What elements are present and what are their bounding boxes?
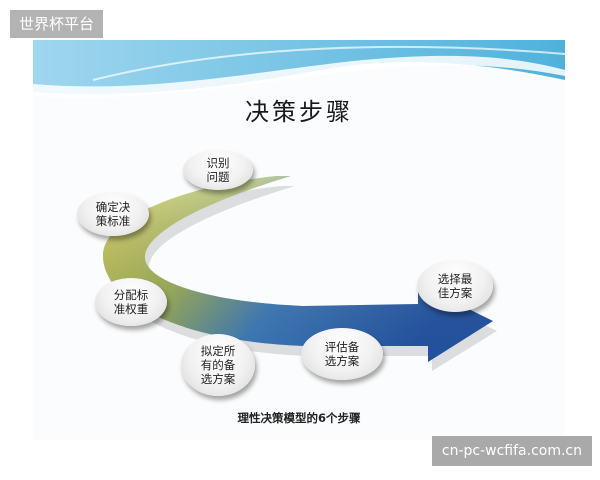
cycle-arrow-gloss: [102, 176, 494, 362]
step-evaluate-alternatives: 评估备 选方案: [301, 328, 383, 380]
step-define-criteria: 确定决 策标准: [77, 192, 149, 236]
slide-title: 决策步骤: [245, 98, 353, 126]
step-label: 评估备 选方案: [324, 340, 360, 368]
step-allocate-weights: 分配标 准权重: [95, 278, 167, 326]
top-wave: [33, 40, 565, 94]
top-wave-highlight: [33, 55, 565, 98]
slide: 决策步骤 识别 问题 确定决 策标准 分配标 准权重 拟定所 有的备 选方案 评…: [33, 40, 565, 440]
step-select-best: 选择最 佳方案: [417, 260, 493, 312]
slide-caption: 理性决策模型的6个步骤: [237, 411, 361, 425]
step-label: 识别 问题: [206, 156, 230, 184]
top-wave-line: [92, 45, 565, 81]
slide-background: [33, 40, 565, 371]
watermark-bottom: cn-pc-wcfifa.com.cn: [431, 436, 592, 466]
step-identify-problem: 识别 问题: [183, 150, 253, 190]
step-label: 拟定所 有的备 选方案: [200, 344, 236, 386]
step-develop-alternatives: 拟定所 有的备 选方案: [181, 334, 255, 396]
step-label: 分配标 准权重: [113, 288, 149, 316]
step-label: 选择最 佳方案: [437, 272, 473, 300]
watermark-top: 世界杯平台: [10, 10, 104, 38]
step-label: 确定决 策标准: [95, 200, 131, 228]
